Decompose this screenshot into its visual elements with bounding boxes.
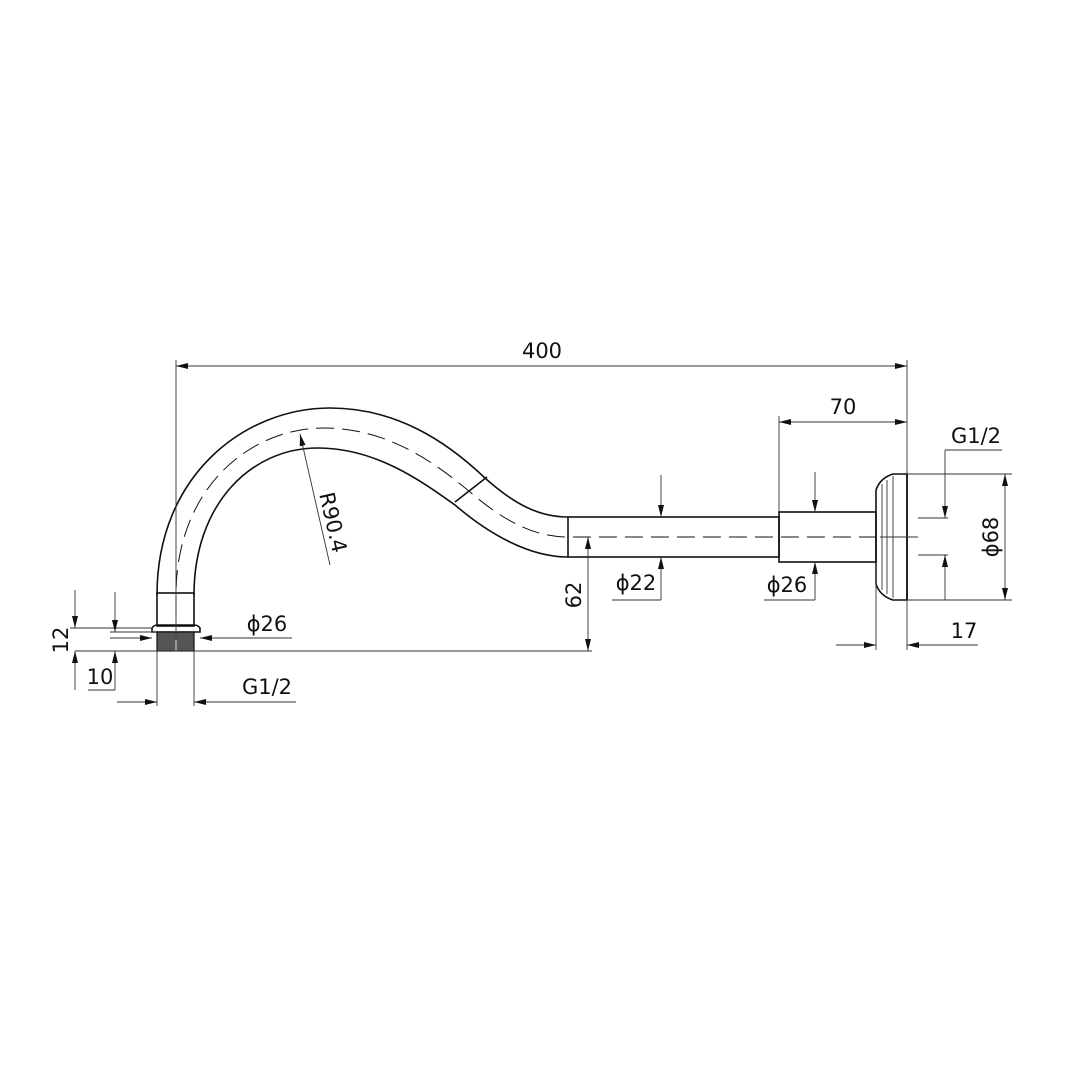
dim-rosette-length: 70 bbox=[830, 395, 857, 419]
dim-sleeve-diameter: ϕ26 bbox=[767, 573, 808, 597]
dim-drop-height: 62 bbox=[562, 582, 586, 609]
outlet-collar bbox=[156, 592, 195, 627]
pipe-outer-edge bbox=[156, 407, 569, 596]
dim-rosette-depth: 17 bbox=[951, 619, 978, 643]
shower-arm bbox=[151, 407, 918, 660]
pipe-centerline bbox=[175, 427, 880, 640]
dimensions: 400 70 G1/2 ϕ68 17 ϕ22 ϕ26 bbox=[49, 339, 1012, 706]
dim-rosette-thread: G1/2 bbox=[951, 424, 1001, 448]
outlet-nut bbox=[151, 624, 201, 633]
outlet-thread bbox=[156, 631, 195, 652]
dim-outlet-thread: G1/2 bbox=[242, 675, 292, 699]
pipe-inner-edge bbox=[193, 447, 569, 596]
dim-outlet-height: 12 bbox=[49, 627, 73, 654]
bend-joint-line bbox=[454, 476, 488, 503]
dim-outlet-collar-diameter: ϕ26 bbox=[247, 612, 288, 636]
dim-rosette-diameter: ϕ68 bbox=[979, 517, 1003, 558]
dim-overall-length: 400 bbox=[522, 339, 562, 363]
dim-pipe-diameter: ϕ22 bbox=[616, 571, 657, 595]
dim-thread-length: 10 bbox=[87, 665, 114, 689]
